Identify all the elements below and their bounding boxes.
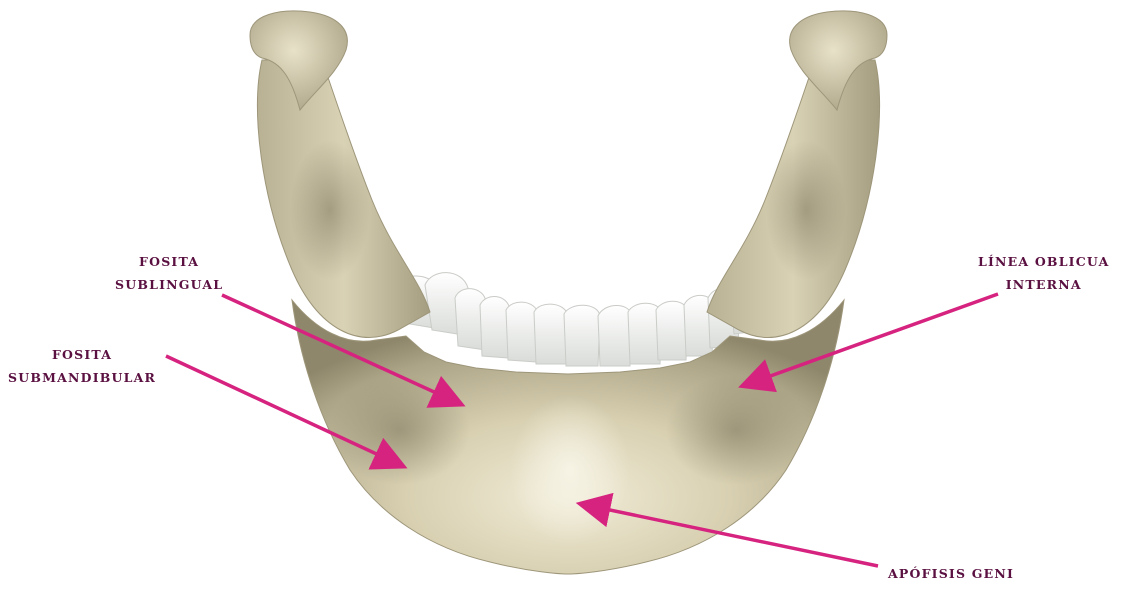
label-apofisis-geni-text: APÓFISIS GENI bbox=[888, 562, 1014, 585]
label-fosita-sublingual-line1: FOSITA bbox=[115, 250, 223, 273]
label-fosita-sublingual: FOSITA SUBLINGUAL bbox=[115, 250, 223, 296]
label-linea-oblicua-interna-line1: LÍNEA OBLICUA bbox=[978, 250, 1110, 273]
label-linea-oblicua-interna: LÍNEA OBLICUA INTERNA bbox=[978, 250, 1110, 296]
label-fosita-submandibular-line2: SUBMANDIBULAR bbox=[8, 366, 156, 389]
label-fosita-submandibular: FOSITA SUBMANDIBULAR bbox=[8, 343, 156, 389]
label-linea-oblicua-interna-line2: INTERNA bbox=[978, 273, 1110, 296]
label-fosita-submandibular-line1: FOSITA bbox=[8, 343, 156, 366]
label-fosita-sublingual-line2: SUBLINGUAL bbox=[115, 273, 223, 296]
label-apofisis-geni: APÓFISIS GENI bbox=[888, 562, 1014, 585]
